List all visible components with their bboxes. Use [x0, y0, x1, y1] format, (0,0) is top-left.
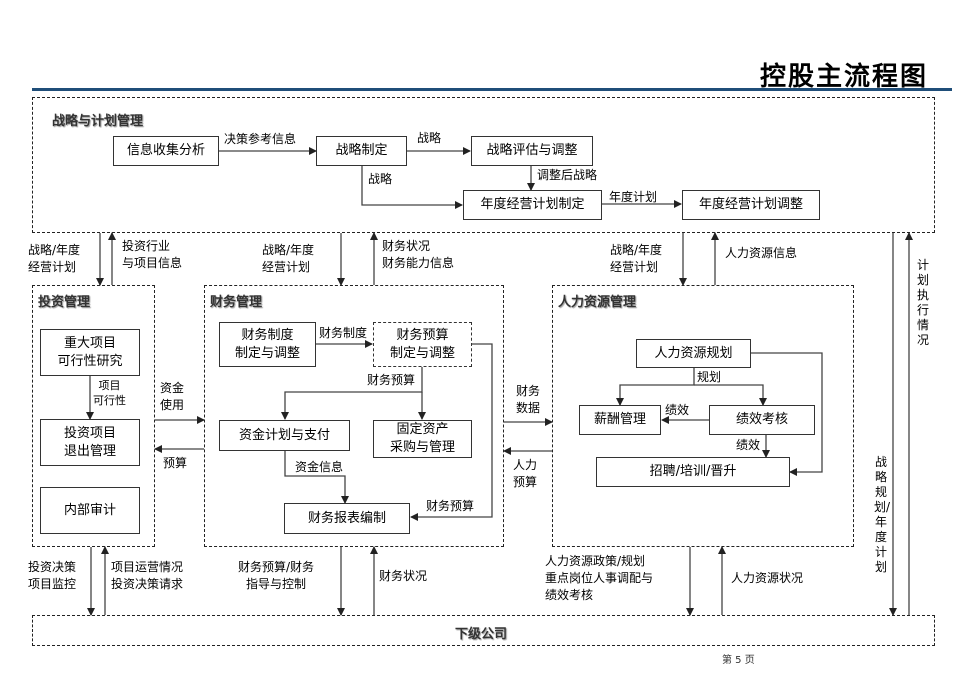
- box-fund-plan[interactable]: 资金计划与支付: [219, 420, 350, 451]
- arrow-plan-to-recruit: [751, 352, 823, 476]
- label-finance-to-hr: 财务 数据: [516, 384, 541, 415]
- box-recruit[interactable]: 招聘/培训/晋升: [596, 457, 790, 487]
- label-sub-to-finance: 财务状况: [379, 569, 428, 583]
- arrow-budget-to-report: [410, 343, 493, 521]
- label-sub-to-strategy: 计划执行情况: [916, 258, 929, 347]
- arrow-plan-to-perf: [694, 384, 767, 406]
- box-annual-plan-make[interactable]: 年度经营计划制定: [463, 190, 602, 220]
- subsidiary-section: [32, 615, 935, 646]
- arrow-fund-to-report: [284, 450, 349, 504]
- label-hr-to-strategy: 人力资源信息: [725, 246, 798, 260]
- label-strategy-1: 战略: [417, 131, 442, 145]
- label-perf-1: 绩效: [665, 403, 690, 417]
- label-sub-to-invest: 项目运营情况 投资决策请求: [111, 560, 184, 591]
- label-strategy-to-invest: 战略/年度 经营计划: [28, 243, 81, 274]
- page-title: 控股主流程图: [760, 62, 929, 92]
- label-invest-to-strategy: 投资行业 与项目信息: [122, 239, 183, 270]
- title-underline: [32, 88, 952, 91]
- box-annual-plan-adjust[interactable]: 年度经营计划调整: [682, 190, 820, 220]
- box-exit[interactable]: 投资项目 退出管理: [40, 419, 140, 466]
- box-strategy-eval[interactable]: 战略评估与调整: [471, 136, 593, 166]
- label-finance-to-sub: 财务预算/财务 指导与控制: [238, 560, 315, 591]
- label-hr-to-sub: 人力资源政策/规划 重点岗位人事调配与 绩效考核: [545, 554, 654, 602]
- arrow-budget-to-fund: [281, 367, 423, 420]
- label-finance-to-strategy: 财务状况 财务能力信息: [382, 239, 455, 270]
- label-invest-to-sub: 投资决策 项目监控: [28, 560, 77, 591]
- label-fund-info: 资金信息: [295, 460, 344, 474]
- label-fin-policy: 财务制度: [319, 326, 368, 340]
- investment-section-title: 投资管理: [38, 295, 91, 310]
- label-fin-budget-down: 财务预算: [367, 373, 416, 387]
- label-strategy-to-hr: 战略/年度 经营计划: [610, 243, 663, 274]
- label-strategy-2: 战略: [368, 172, 393, 186]
- box-salary[interactable]: 薪酬管理: [579, 405, 661, 435]
- strategy-section-title: 战略与计划管理: [52, 114, 144, 129]
- label-sub-to-hr: 人力资源状况: [731, 571, 804, 585]
- finance-section-title: 财务管理: [210, 295, 263, 310]
- box-info-collect[interactable]: 信息收集分析: [113, 136, 219, 166]
- label-perf-2: 绩效: [736, 438, 761, 452]
- label-adjusted-strategy: 调整后战略: [537, 168, 598, 182]
- box-strategy-make[interactable]: 战略制定: [316, 136, 407, 166]
- label-invest-to-finance: 资金 使用: [160, 381, 185, 412]
- arrow-plan-to-salary: [616, 367, 695, 406]
- label-decision-info: 决策参考信息: [224, 132, 297, 146]
- investment-section: [32, 285, 155, 547]
- page-number: 第 5 页: [722, 655, 755, 666]
- label-finance-to-invest: 预算: [163, 456, 188, 470]
- box-hr-planning[interactable]: 人力资源规划: [636, 339, 751, 368]
- box-fixed-assets[interactable]: 固定资产 采购与管理: [373, 420, 472, 458]
- box-audit[interactable]: 内部审计: [40, 487, 140, 534]
- box-feasibility[interactable]: 重大项目 可行性研究: [40, 329, 140, 376]
- arrow-strategy-to-annual: [361, 165, 463, 209]
- hr-section-title: 人力资源管理: [558, 295, 637, 310]
- box-performance[interactable]: 绩效考核: [709, 405, 815, 435]
- box-fin-budget[interactable]: 财务预算 制定与调整: [373, 322, 472, 367]
- box-fin-policy[interactable]: 财务制度 制定与调整: [219, 322, 316, 367]
- label-hr-to-finance: 人力 预算: [513, 458, 538, 489]
- label-project-feasibility: 项目 可行性: [93, 379, 126, 407]
- label-annual-plan: 年度计划: [609, 190, 658, 204]
- subsidiary-section-title: 下级公司: [455, 627, 508, 642]
- label-strategy-to-sub: 战略规划/年度计划: [874, 455, 891, 574]
- label-strategy-to-finance: 战略/年度 经营计划: [262, 243, 315, 274]
- box-fin-report[interactable]: 财务报表编制: [284, 503, 410, 534]
- label-hr-plan: 规划: [697, 370, 722, 384]
- hr-section: [552, 285, 854, 547]
- label-fin-budget-right: 财务预算: [426, 499, 475, 513]
- strategy-section: [32, 97, 935, 233]
